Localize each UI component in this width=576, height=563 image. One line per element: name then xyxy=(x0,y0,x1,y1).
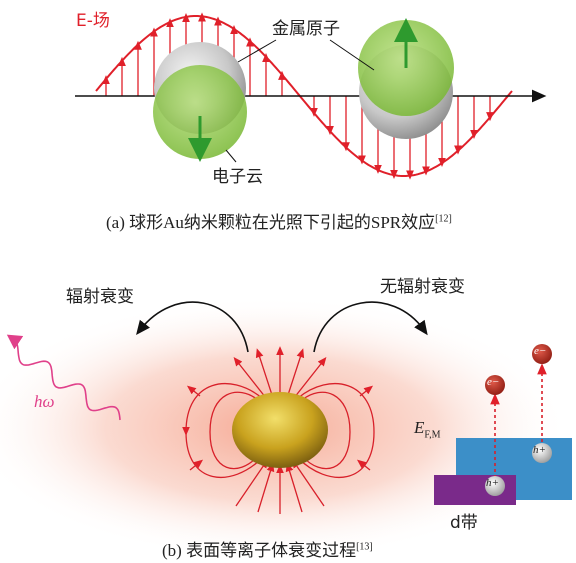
nonradiative-decay-arrow xyxy=(313,301,428,353)
electron-2 xyxy=(532,344,552,364)
panel-a-caption: (a) 球形Au纳米颗粒在光照下引起的SPR效应[12] xyxy=(106,208,452,233)
panel-a-caption-ref: [12] xyxy=(435,213,452,225)
hole-2 xyxy=(532,443,552,463)
panel-b-caption-text: (b) 表面等离子体衰变过程 xyxy=(162,541,357,560)
e-field-label: E-场 xyxy=(76,11,110,31)
radiative-decay-arrow xyxy=(136,301,249,353)
metal-atom-label: 金属原子 xyxy=(272,19,340,39)
atom-pointer-left xyxy=(237,39,277,63)
electron-1 xyxy=(485,375,505,395)
hole-label-1: h+ xyxy=(486,477,499,489)
electron-cloud-label: 电子云 xyxy=(212,167,263,187)
panel-b-caption: (b) 表面等离子体衰变过程[13] xyxy=(162,536,373,561)
nonradiative-decay-label: 无辐射衰变 xyxy=(380,277,465,297)
e-field-wave xyxy=(95,15,513,177)
left-metal-atom xyxy=(153,42,247,162)
d-band-label: d带 xyxy=(450,513,478,533)
electron-label-2: e− xyxy=(534,345,547,357)
electron-label-1: e− xyxy=(487,376,500,388)
photon-energy-label: hω xyxy=(34,392,55,411)
emitted-photon-wave xyxy=(6,334,121,421)
fermi-level-symbol: E xyxy=(414,418,425,437)
hole-1 xyxy=(485,476,505,496)
fermi-level-label: EF,M xyxy=(414,418,441,440)
panel-b-caption-ref: [13] xyxy=(356,541,373,553)
atom-pointer-right xyxy=(329,39,375,71)
hole-label-2: h+ xyxy=(533,444,546,456)
cloud-pointer xyxy=(225,149,237,163)
dipole-field-lines xyxy=(182,346,375,514)
radiative-decay-label: 辐射衰变 xyxy=(66,287,134,307)
right-metal-atom xyxy=(358,18,454,139)
fermi-level-subscript: F,M xyxy=(424,429,441,441)
panel-a-caption-text: (a) 球形Au纳米颗粒在光照下引起的SPR效应 xyxy=(106,213,436,232)
gold-nanoparticle xyxy=(232,392,328,468)
